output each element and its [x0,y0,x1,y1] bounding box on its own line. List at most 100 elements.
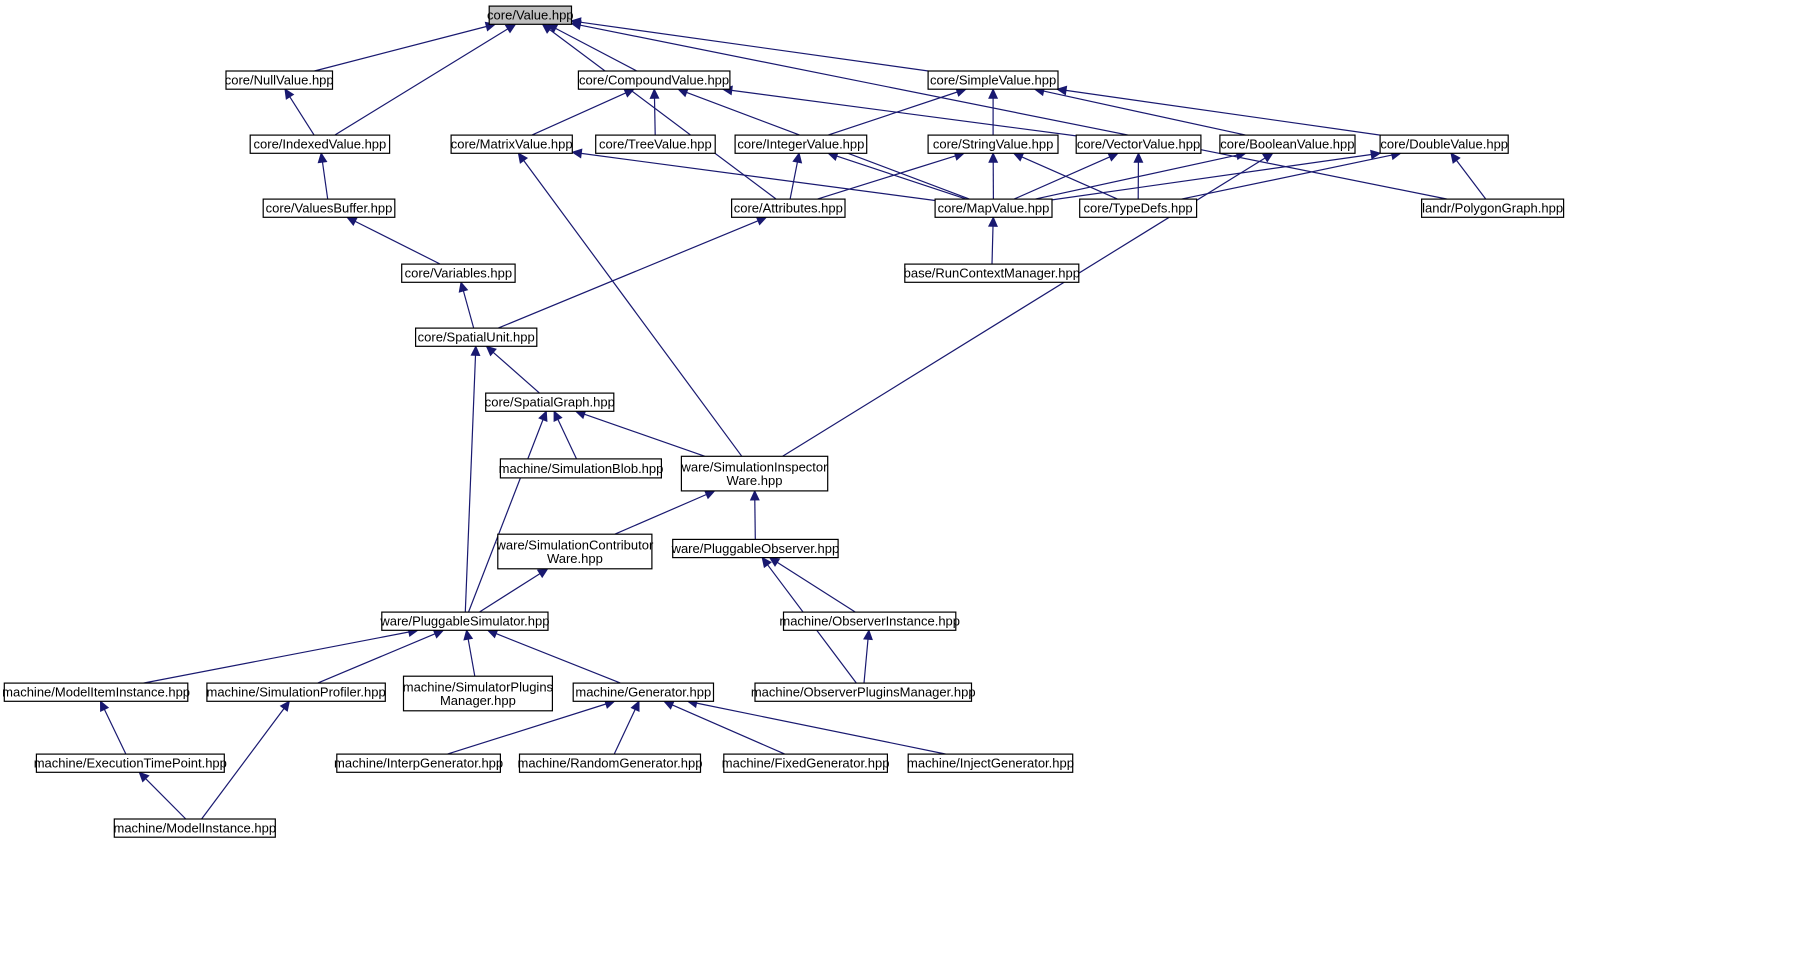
edge-nullvalue-to-value [314,21,497,72]
node-integervalue[interactable]: core/IntegerValue.hpp [734,134,868,154]
node-simplevalue[interactable]: core/SimpleValue.hpp [927,70,1059,90]
edge-line [495,633,621,684]
node-spatialgraph[interactable]: core/SpatialGraph.hpp [485,392,615,412]
edge-arrowhead [749,489,760,501]
node-label: core/ValuesBuffer.hpp [266,201,393,216]
edge-arrowhead [536,568,549,579]
node-stringvalue[interactable]: core/StringValue.hpp [927,134,1059,154]
node-observerinstance[interactable]: machine/ObserverInstance.hpp [779,611,960,631]
node-box [730,198,846,218]
edge-arrowhead [1450,152,1461,164]
node-modelinstance[interactable]: machine/ModelInstance.hpp [113,818,276,838]
node-label: core/IntegerValue.hpp [737,137,864,152]
node-observerpluginsmanager[interactable]: machine/ObserverPluginsManager.hpp [751,682,976,702]
node-interpgenerator[interactable]: machine/InterpGenerator.hpp [334,753,503,773]
node-label: core/SpatialUnit.hpp [418,330,535,345]
node-spatialunit[interactable]: core/SpatialUnit.hpp [415,327,538,347]
edge-siminspectorware-to-spatialgraph [574,409,706,457]
edge-line [863,639,869,684]
edge-line [754,499,756,540]
node-box [401,263,516,283]
edge-pluggablesimulator-to-simcontributorware [478,568,549,613]
edge-line [478,573,541,613]
node-box [734,134,868,154]
node-booleanvalue[interactable]: core/BooleanValue.hpp [1219,134,1356,154]
edge-line [581,152,936,202]
node-value[interactable]: core/Value.hpp [487,5,574,25]
node-box [402,675,553,712]
edge-arrowhead [1262,152,1274,163]
edge-arrowhead [571,148,583,159]
node-simulationprofiler[interactable]: machine/SimulationProfiler.hpp [206,682,386,702]
edge-line [462,290,475,329]
node-compoundvalue[interactable]: core/CompoundValue.hpp [577,70,731,90]
edge-line [467,639,476,677]
edge-line [317,633,436,684]
edge-indexedvalue-to-nullvalue [284,88,315,136]
node-nullvalue[interactable]: core/NullValue.hpp [225,70,334,90]
node-label: core/Value.hpp [487,8,574,23]
edge-line [731,89,1077,137]
edge-line [776,561,856,613]
node-fixedgenerator[interactable]: machine/FixedGenerator.hpp [722,753,890,773]
node-label: core/SimpleValue.hpp [930,73,1056,88]
node-vectorvalue[interactable]: core/VectorValue.hpp [1075,134,1202,154]
edge-attributes-to-value [541,23,777,200]
node-label: Manager.hpp [440,693,516,708]
node-box [680,455,829,492]
node-polygongraph[interactable]: landr/PolygonGraph.hpp [1420,198,1565,218]
node-label: core/BooleanValue.hpp [1220,137,1354,152]
node-mapvalue[interactable]: core/MapValue.hpp [934,198,1053,218]
edge-line [836,155,967,200]
edge-arrowhead [768,556,781,567]
edge-line [1013,156,1110,200]
node-generator[interactable]: machine/Generator.hpp [572,682,715,702]
edge-arrowhead [1012,152,1025,162]
node-label: core/MapValue.hpp [938,201,1050,216]
node-label: machine/SimulationProfiler.hpp [206,685,385,700]
node-box [450,134,573,154]
node-variables[interactable]: core/Variables.hpp [401,263,516,283]
node-simulationblob[interactable]: machine/SimulationBlob.hpp [499,458,664,479]
node-modeliteminstance[interactable]: machine/ModelItemInstance.hpp [2,682,190,702]
edge-line [584,413,706,457]
node-box [3,682,189,702]
node-box [485,392,615,412]
node-randomgenerator[interactable]: machine/RandomGenerator.hpp [517,753,703,773]
node-box [782,611,957,631]
edge-line [447,703,607,755]
node-attributes[interactable]: core/Attributes.hpp [730,198,846,218]
node-pluggablesimulator[interactable]: ware/PluggableSimulator.hpp [379,611,549,631]
node-runcontextmanager[interactable]: base/RunContextManager.hpp [904,263,1080,283]
edge-line [201,708,285,820]
node-treevalue[interactable]: core/TreeValue.hpp [595,134,716,154]
node-executiontimepoint[interactable]: machine/ExecutionTimePoint.hpp [34,753,227,773]
edge-arrowhead [703,490,716,500]
edge-polygongraph-to-value [570,20,1448,200]
edge-generator-to-pluggablesimulator [486,629,621,684]
edge-line [1035,154,1238,200]
node-indexedvalue[interactable]: core/IndexedValue.hpp [249,134,391,154]
edge-modelinstance-to-executiontimepoint [138,771,187,820]
edge-simulationblob-to-spatialgraph [553,410,578,460]
node-label: core/StringValue.hpp [933,137,1053,152]
edge-arrowhead [1107,152,1120,162]
node-doublevalue[interactable]: core/DoubleValue.hpp [1379,134,1509,154]
node-box [577,70,731,90]
edge-line [497,220,759,329]
node-matrixvalue[interactable]: core/MatrixValue.hpp [450,134,573,154]
node-pluggableobserver[interactable]: ware/PluggableObserver.hpp [671,538,840,559]
edge-arrowhead [570,20,582,31]
edge-arrowhead [470,345,481,357]
edge-spatialgraph-to-spatialunit [485,345,540,394]
edge-arrowhead [663,700,675,710]
node-valuesbuffer[interactable]: core/ValuesBuffer.hpp [262,198,396,218]
node-box [904,263,1080,283]
edge-arrowhead [138,771,150,783]
node-injectgenerator[interactable]: machine/InjectGenerator.hpp [907,753,1074,773]
node-typedefs[interactable]: core/TypeDefs.hpp [1079,198,1198,218]
